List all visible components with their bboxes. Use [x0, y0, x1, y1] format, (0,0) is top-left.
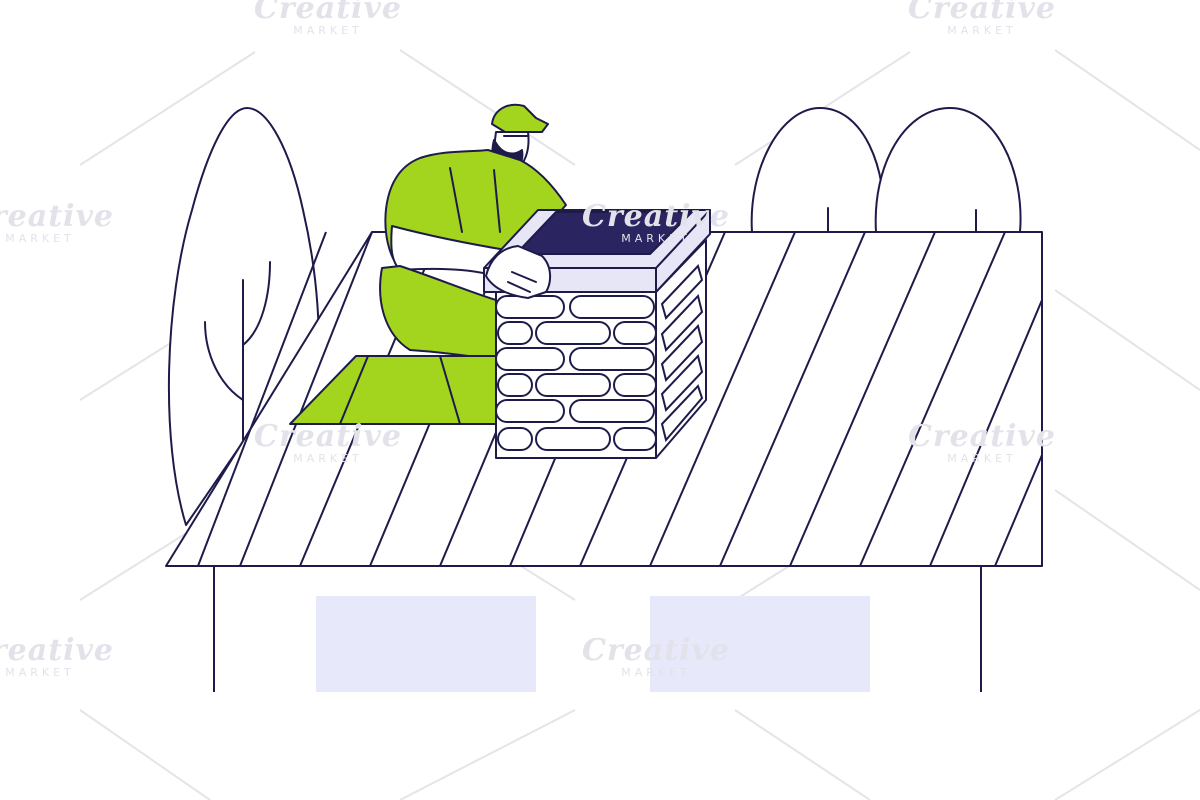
chimney-opening [515, 211, 693, 255]
window-left [316, 596, 536, 692]
house-wall [213, 566, 982, 692]
worker-cap [491, 103, 549, 133]
chimney-bricks [495, 264, 704, 451]
window-right [650, 596, 870, 692]
worker-hand [485, 245, 552, 299]
bushes [750, 107, 1022, 233]
worker-arm [390, 225, 507, 277]
tree [167, 107, 320, 526]
worker [289, 103, 567, 425]
